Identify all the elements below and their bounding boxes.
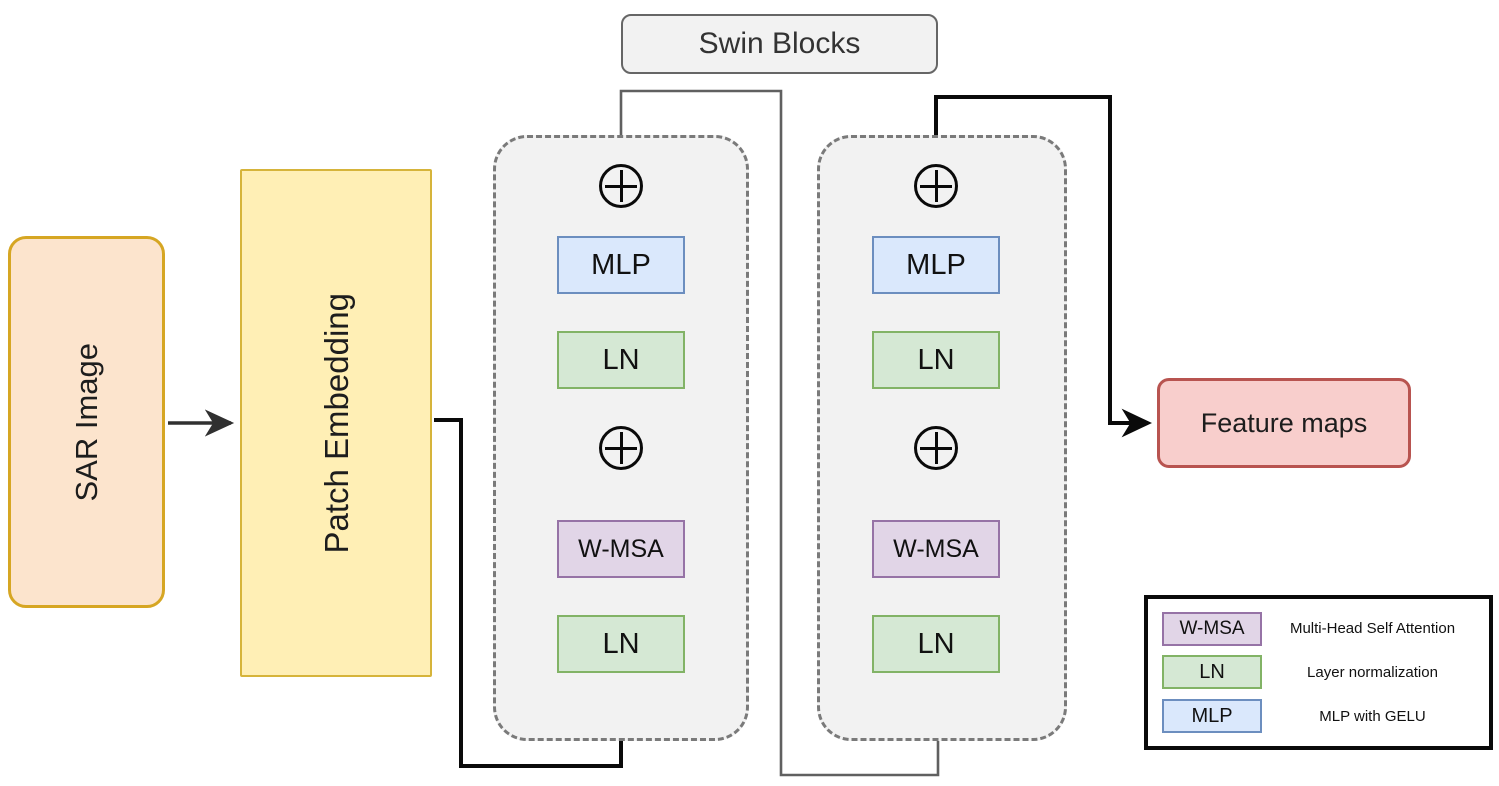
swin-blocks-title-label: Swin Blocks: [698, 27, 861, 60]
block2-residual-add-2-icon: [914, 164, 958, 208]
block1-mlp-label: MLP: [591, 248, 651, 281]
block2-norm1-label: LN: [917, 627, 955, 660]
legend-row: MLP MLP with GELU: [1154, 697, 1483, 735]
block2-norm2-box: LN: [872, 331, 1000, 389]
block1-norm2-label: LN: [602, 343, 640, 376]
feature-maps-label: Feature maps: [1200, 407, 1368, 438]
block2-residual-add-1-icon: [914, 426, 958, 470]
block1-norm1-label: LN: [602, 627, 640, 660]
block2-mlp-label: MLP: [906, 248, 966, 281]
legend-swatch-mlp-label: MLP: [1191, 704, 1233, 727]
block1-wmsa-box: W-MSA: [557, 520, 685, 578]
block1-residual-add-2-icon: [599, 164, 643, 208]
legend-row: LN Layer normalization: [1154, 653, 1483, 691]
block2-norm2-label: LN: [917, 343, 955, 376]
block1-norm2-box: LN: [557, 331, 685, 389]
block2-wmsa-label: W-MSA: [893, 534, 979, 563]
swin-blocks-title: Swin Blocks: [621, 14, 938, 74]
legend-swatch-wmsa: W-MSA: [1162, 611, 1262, 646]
patch-embedding-node: Patch Embedding: [240, 169, 432, 677]
legend-desc-ln: Layer normalization: [1307, 663, 1438, 681]
block2-norm1-box: LN: [872, 615, 1000, 673]
legend-swatch-ln: LN: [1162, 655, 1262, 690]
block1-wmsa-label: W-MSA: [578, 534, 664, 563]
legend-swatch-ln-label: LN: [1199, 660, 1225, 683]
legend-swatch-mlp: MLP: [1162, 699, 1262, 734]
feature-maps-node: Feature maps: [1157, 378, 1411, 468]
block2-wmsa-box: W-MSA: [872, 520, 1000, 578]
legend-panel: W-MSA Multi-Head Self Attention LN Layer…: [1144, 595, 1493, 750]
sar-image-node: SAR Image: [8, 236, 165, 608]
block1-norm1-box: LN: [557, 615, 685, 673]
legend-desc-mlp: MLP with GELU: [1319, 707, 1426, 725]
patch-embedding-label: Patch Embedding: [317, 292, 355, 554]
legend-desc-wmsa: Multi-Head Self Attention: [1289, 620, 1456, 638]
block1-mlp-box: MLP: [557, 236, 685, 294]
block1-residual-add-1-icon: [599, 426, 643, 470]
block2-mlp-box: MLP: [872, 236, 1000, 294]
legend-swatch-wmsa-label: W-MSA: [1179, 617, 1245, 639]
sar-image-label: SAR Image: [69, 342, 104, 502]
legend-row: W-MSA Multi-Head Self Attention: [1154, 610, 1483, 648]
